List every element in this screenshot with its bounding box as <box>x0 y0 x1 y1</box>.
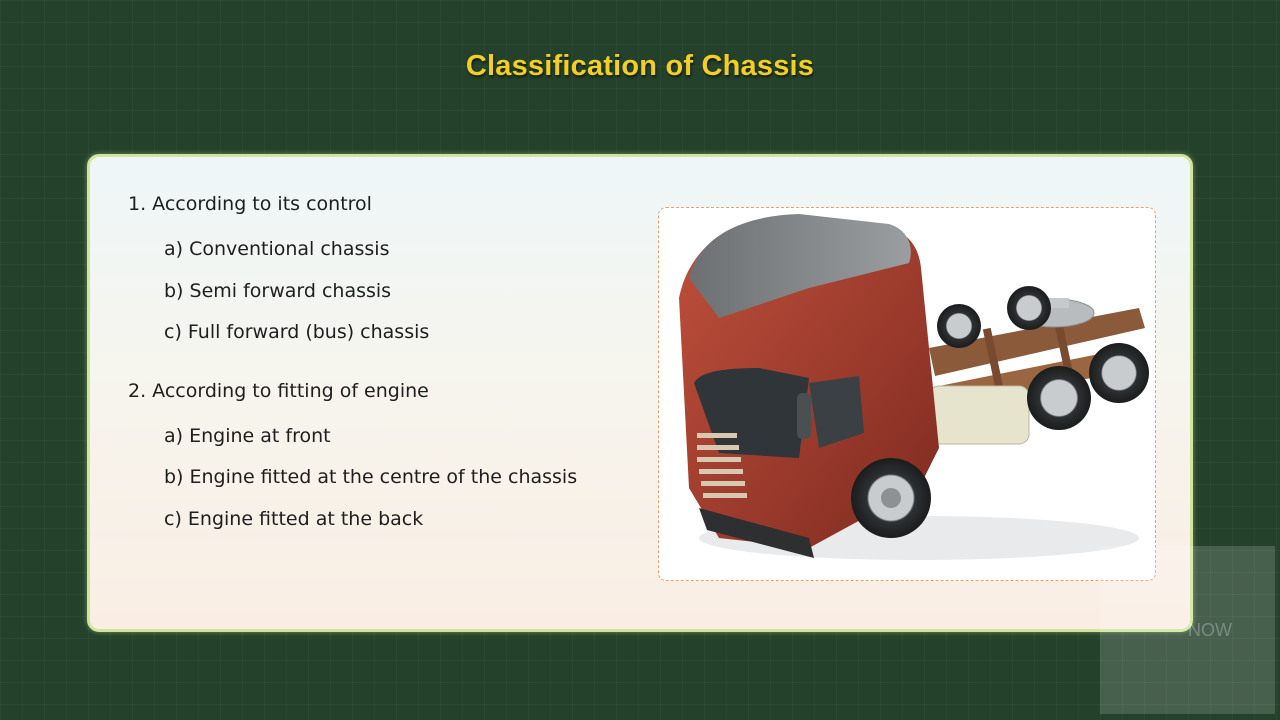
section-heading-engine: 2. According to fitting of engine <box>128 380 429 402</box>
list-item: b) Semi forward chassis <box>164 280 392 302</box>
list-item: c) Engine fitted at the back <box>164 508 424 530</box>
list-item: c) Full forward (bus) chassis <box>164 321 430 343</box>
list-item: a) Engine at front <box>164 425 331 447</box>
list-item: b) Engine fitted at the centre of the ch… <box>164 466 578 488</box>
truck-chassis-illustration-icon <box>679 214 1149 560</box>
watermark-text: NOW <box>1188 620 1232 640</box>
watermark-overlay <box>1100 546 1275 714</box>
truck-image-frame <box>658 207 1156 581</box>
section-heading-control: 1. According to its control <box>128 193 372 215</box>
content-panel: 1. According to its control a) Conventio… <box>87 154 1193 632</box>
slide-title: Classification of Chassis <box>465 50 815 82</box>
list-item: a) Conventional chassis <box>164 238 390 260</box>
